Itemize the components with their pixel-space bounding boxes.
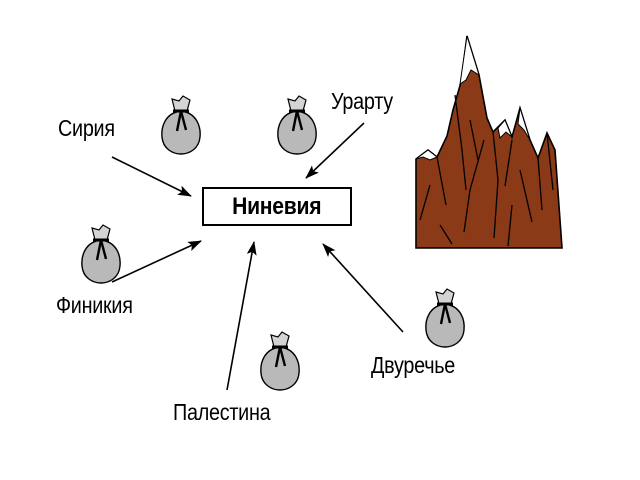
region-label-palestine: Палестина: [173, 399, 271, 425]
region-label-mesopotamia: Двуречье: [371, 352, 456, 378]
arrow-urartu: [305, 122, 365, 179]
arrow-mesopotamia: [322, 243, 404, 333]
money-bag-icon-syria: [160, 94, 202, 156]
nineveh-box: Ниневия: [202, 187, 352, 226]
mountain-icon: [415, 35, 563, 249]
money-bag-icon-mesopotamia: [424, 287, 466, 349]
region-label-syria: Сирия: [58, 115, 115, 141]
money-bag-icon-urartu: [276, 94, 318, 156]
money-bag-icon-palestine: [259, 330, 301, 392]
region-label-phoenicia: Финикия: [56, 292, 133, 318]
region-label-urartu: Урарту: [331, 88, 393, 114]
arrow-syria: [111, 156, 192, 197]
arrow-palestine: [226, 241, 257, 391]
nineveh-label: Ниневия: [232, 192, 322, 220]
money-bag-icon-phoenicia: [80, 223, 122, 285]
arrow-phoenicia: [111, 240, 202, 283]
